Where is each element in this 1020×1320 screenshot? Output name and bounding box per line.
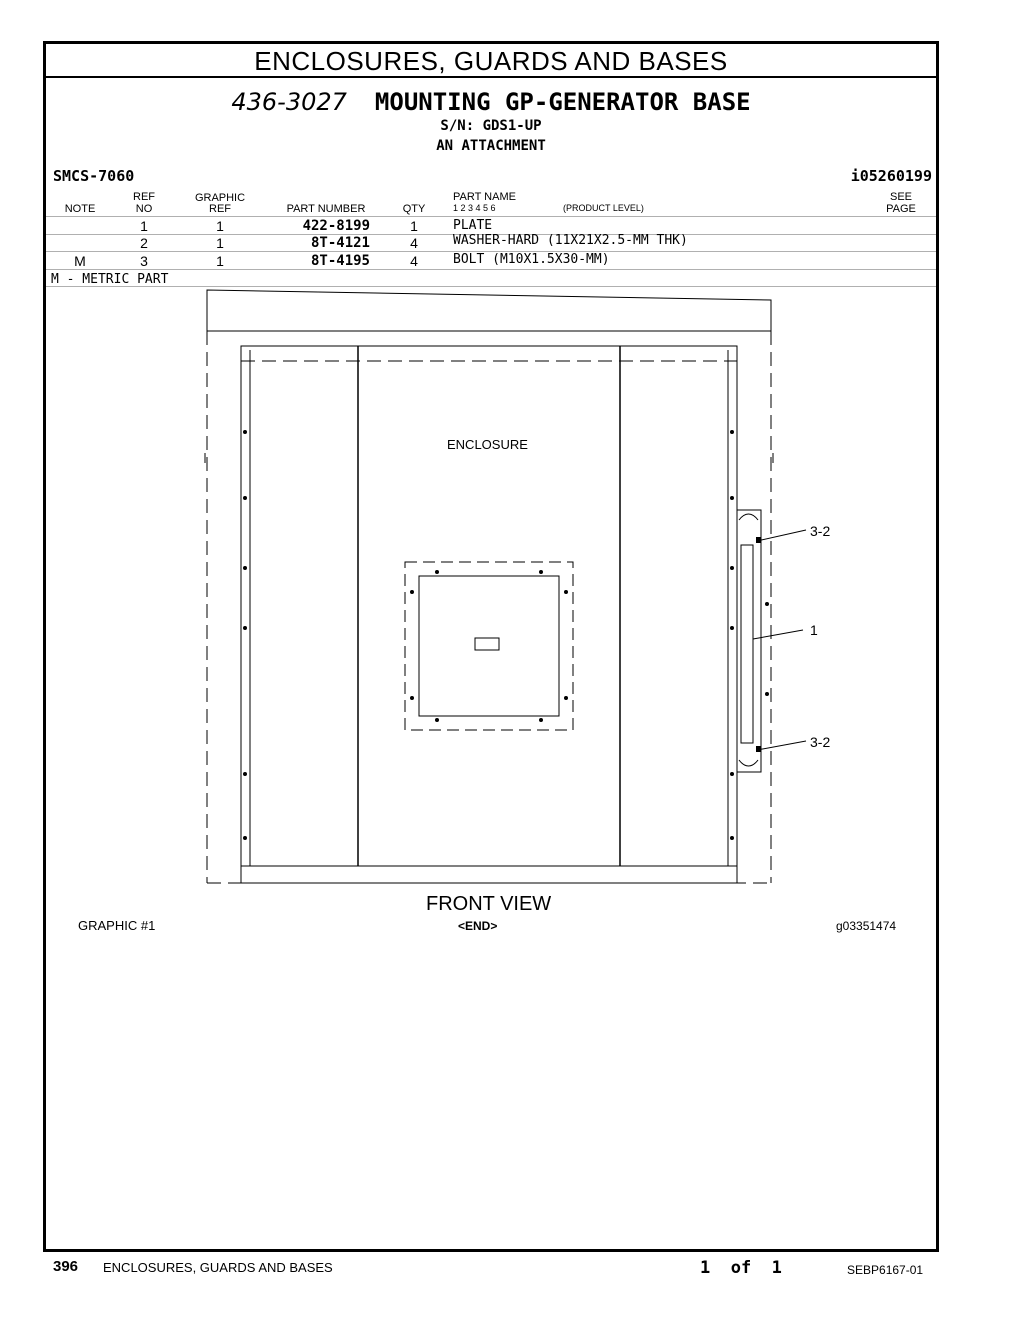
callout-1: 1 (810, 622, 818, 638)
callout-3-2-top: 3-2 (810, 523, 830, 539)
col-product-level: (PRODUCT LEVEL) (563, 203, 644, 213)
col-see-top: SEE (889, 191, 912, 203)
leader-1 (752, 629, 804, 640)
row-part-name: PLATE (453, 218, 493, 233)
col-ref-top: REF (133, 191, 155, 203)
callout-3-2-bottom: 3-2 (810, 734, 830, 750)
leader-3-2-bottom (756, 740, 807, 751)
side-door (737, 509, 762, 773)
leader-3-2-top (756, 529, 807, 542)
attachment-label: AN ATTACHMENT (436, 138, 546, 154)
row-note: M (74, 253, 86, 269)
row-graphic: 1 (216, 218, 224, 234)
row-part-name: WASHER-HARD (11X21X2.5-MM THK) (453, 233, 688, 248)
row-divider (46, 234, 936, 235)
washer-markers (756, 537, 761, 752)
row-ref: 2 (140, 235, 148, 251)
col-see-bottom: PAGE (886, 203, 916, 215)
door-hinge-bottom (738, 759, 759, 767)
row-qty: 1 (410, 218, 418, 234)
col-note: NOTE (64, 203, 96, 215)
row-ref: 3 (140, 253, 148, 269)
col-graphic-top: GRAPHIC (194, 192, 246, 204)
row-divider (46, 269, 936, 270)
row-part-number[interactable]: 422-8199 (302, 218, 370, 234)
enclosure-label: ENCLOSURE (447, 437, 528, 452)
frame-outline (240, 345, 738, 884)
col-graphic-bottom: REF (209, 203, 231, 215)
smcs-code: SMCS-7060 (53, 167, 135, 185)
serial-range: S/N: GDS1-UP (440, 118, 542, 134)
page-number: 396 (53, 1258, 79, 1275)
row-divider (46, 286, 936, 287)
row-part-number[interactable]: 8T-4195 (310, 253, 370, 269)
row-qty: 4 (410, 253, 418, 269)
door-hinge-top (738, 513, 759, 521)
access-panel-handle (474, 637, 500, 651)
roof-outline (206, 289, 772, 332)
page-frame: ENCLOSURES, GUARDS AND BASES 436-3027 MOU… (43, 41, 939, 1252)
row-divider (46, 216, 936, 217)
footer-section: ENCLOSURES, GUARDS AND BASES (103, 1260, 333, 1275)
graphic-id: g03351474 (836, 919, 896, 933)
bolt-markers (243, 430, 769, 840)
illustration-id: i05260199 (850, 167, 932, 185)
row-graphic: 1 (216, 253, 224, 269)
graphic-label: GRAPHIC #1 (78, 918, 155, 933)
col-part-name: PART NAME (453, 191, 516, 203)
plate (740, 544, 754, 744)
section-title: ENCLOSURES, GUARDS AND BASES (46, 44, 936, 78)
access-panel-outer (404, 561, 574, 731)
group-name: MOUNTING GP-GENERATOR BASE (374, 88, 751, 116)
row-part-number[interactable]: 8T-4121 (310, 235, 370, 251)
access-panel-inner (418, 575, 560, 717)
group-number: 436-3027 (231, 88, 347, 116)
doc-id: SEBP6167-01 (847, 1263, 924, 1277)
row-qty: 4 (410, 235, 418, 251)
row-divider (46, 251, 936, 252)
metric-footnote: M - METRIC PART (51, 272, 169, 287)
col-part-number: PART NUMBER (286, 203, 366, 215)
col-levels: 1 2 3 4 5 6 (453, 203, 496, 213)
group-title: 436-3027 MOUNTING GP-GENERATOR BASE (46, 88, 936, 116)
row-ref: 1 (140, 218, 148, 234)
col-qty: QTY (402, 203, 426, 215)
view-label: FRONT VIEW (426, 893, 551, 915)
page-of: 1 of 1 (700, 1258, 782, 1278)
row-part-name: BOLT (M10X1.5X30-MM) (453, 252, 610, 267)
col-ref-bottom: NO (135, 203, 153, 215)
end-marker: <END> (458, 919, 497, 933)
row-graphic: 1 (216, 235, 224, 251)
